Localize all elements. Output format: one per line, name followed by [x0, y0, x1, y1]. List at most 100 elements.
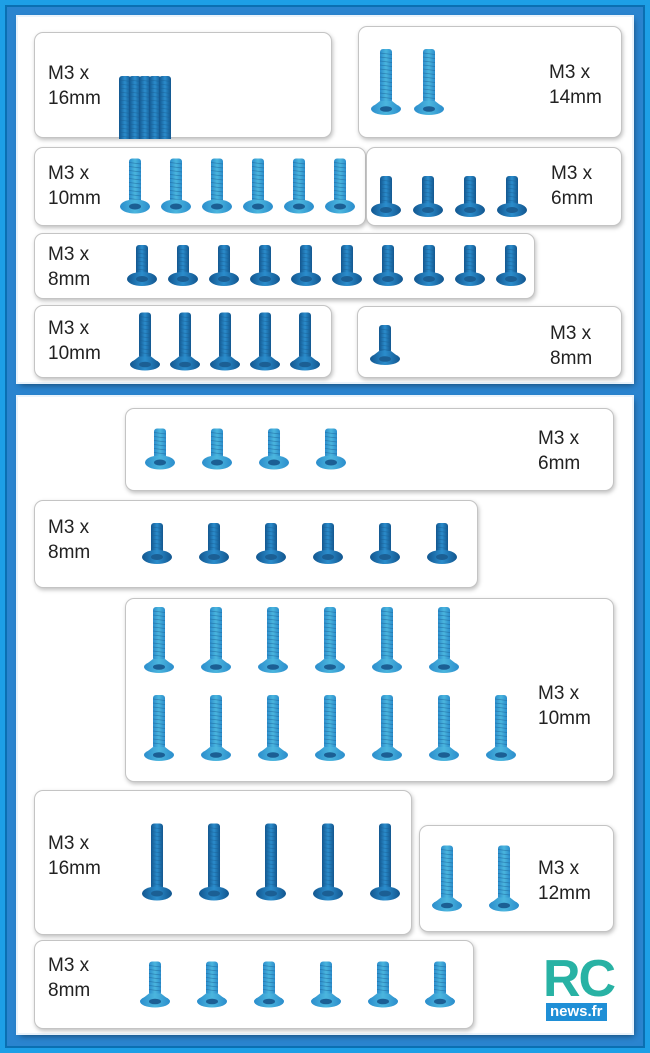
screw-icon — [429, 695, 459, 761]
screw-size-label: M3 x 8mm — [48, 517, 91, 563]
screw-icon — [372, 607, 402, 673]
screw-box-m3x8-bottom: M3 x 8mm — [34, 500, 478, 588]
screw-icon — [371, 49, 401, 115]
screw-icon — [142, 523, 172, 564]
screw-icon — [144, 695, 174, 761]
screw-box-m3x14: M3 x 14mm — [358, 26, 622, 138]
screw-group — [140, 961, 455, 1008]
screw-group — [144, 607, 516, 761]
screw-icon — [290, 312, 320, 371]
screw-icon — [140, 961, 170, 1008]
screw-icon — [170, 312, 200, 371]
screw-icon — [316, 428, 346, 470]
screw-icon — [284, 158, 314, 214]
screw-icon — [209, 245, 239, 286]
screw-icon — [199, 823, 229, 901]
screw-icon — [371, 176, 401, 217]
screw-group — [130, 312, 320, 371]
screw-icon — [145, 428, 175, 470]
screw-icon — [313, 823, 343, 901]
screw-box-m3x6-bottom: M3 x 6mm — [125, 408, 614, 491]
screw-icon — [432, 845, 462, 912]
screw-box-m3x6-top: M3 x 6mm — [366, 147, 622, 226]
screw-icon — [128, 76, 142, 139]
screw-group — [371, 49, 444, 115]
screw-icon — [370, 523, 400, 564]
rcnews-logo: RC news.fr — [540, 950, 622, 1027]
screw-icon — [138, 76, 152, 139]
screw-box-m3x8-top: M3 x 8mm — [34, 233, 535, 299]
screw-group — [370, 325, 400, 365]
screw-icon — [425, 961, 455, 1008]
screw-icon — [315, 695, 345, 761]
screw-box-m3x16-bottom: M3 x 16mm — [34, 790, 412, 935]
screw-icon — [311, 961, 341, 1008]
screw-size-label: M3 x 6mm — [538, 428, 581, 474]
screw-icon — [168, 245, 198, 286]
screw-icon — [201, 607, 231, 673]
screw-icon — [413, 176, 443, 217]
screw-icon — [259, 428, 289, 470]
screw-size-label: M3 x 16mm — [48, 63, 101, 109]
screw-icon — [315, 607, 345, 673]
screw-icon — [199, 523, 229, 564]
screw-icon — [210, 312, 240, 371]
screw-size-label: M3 x 16mm — [48, 833, 101, 879]
screw-icon — [332, 245, 362, 286]
screw-icon — [254, 961, 284, 1008]
screw-size-label: M3 x 12mm — [538, 858, 591, 904]
screw-icon — [130, 312, 160, 371]
screw-icon — [486, 695, 516, 761]
screw-box-m3x12: M3 x 12mm — [419, 825, 614, 932]
screw-box-m3x10-countersunk-top: M3 x 10mm — [34, 305, 332, 378]
screw-icon — [161, 158, 191, 214]
screw-box-m3x8-countersunk-bottom: M3 x 8mm — [34, 940, 474, 1029]
screw-icon — [497, 176, 527, 217]
screw-icon — [250, 312, 280, 371]
screw-size-label: M3 x 14mm — [549, 62, 602, 108]
screw-icon — [120, 158, 150, 214]
screw-icon — [202, 158, 232, 214]
screw-icon — [197, 961, 227, 1008]
logo-text: RC — [543, 950, 616, 1008]
screw-box-m3x16-top: M3 x 16mm — [34, 32, 332, 139]
screw-icon — [496, 245, 526, 286]
screw-size-label: M3 x 10mm — [48, 163, 101, 209]
screw-icon — [243, 158, 273, 214]
screw-icon — [368, 961, 398, 1008]
screw-icon — [370, 325, 400, 365]
logo-subtext: news.fr — [546, 1003, 607, 1021]
screw-box-m3x10-bottom: M3 x 10mm — [125, 598, 614, 782]
screw-group — [142, 523, 457, 564]
screw-size-label: M3 x 8mm — [550, 323, 593, 369]
screw-group — [127, 245, 526, 286]
screw-icon — [127, 245, 157, 286]
screw-group — [118, 76, 172, 139]
screw-icon — [158, 76, 172, 139]
screw-size-label: M3 x 8mm — [48, 244, 91, 290]
screw-icon — [256, 523, 286, 564]
screw-size-label: M3 x 10mm — [48, 318, 101, 364]
screw-icon — [489, 845, 519, 912]
screw-group — [120, 158, 355, 214]
screw-icon — [414, 49, 444, 115]
screw-icon — [325, 158, 355, 214]
screw-icon — [142, 823, 172, 901]
screw-group — [432, 845, 519, 912]
screw-icon — [256, 823, 286, 901]
screw-icon — [313, 523, 343, 564]
screw-box-m3x8-single: M3 x 8mm — [357, 306, 622, 378]
screw-icon — [291, 245, 321, 286]
screw-group — [371, 176, 527, 217]
screw-icon — [429, 607, 459, 673]
screw-size-label: M3 x 10mm — [538, 683, 591, 729]
screw-icon — [455, 245, 485, 286]
screw-icon — [250, 245, 280, 286]
screw-icon — [455, 176, 485, 217]
screw-size-label: M3 x 8mm — [48, 955, 91, 1001]
screw-icon — [427, 523, 457, 564]
screw-icon — [414, 245, 444, 286]
screw-icon — [202, 428, 232, 470]
screw-group — [145, 428, 346, 470]
screw-icon — [144, 607, 174, 673]
